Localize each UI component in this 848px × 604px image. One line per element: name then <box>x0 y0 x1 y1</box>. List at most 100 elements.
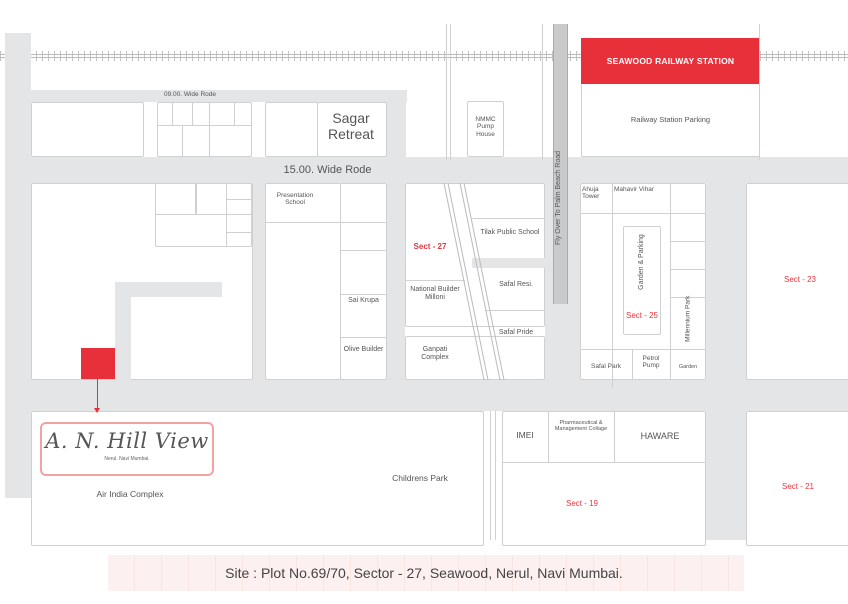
grid-line <box>234 102 235 125</box>
footer-band <box>108 555 744 591</box>
grid-line <box>157 125 252 126</box>
footer: Site : Plot No.69/70, Sector - 27, Seawo… <box>0 555 848 591</box>
grid-line <box>405 280 465 281</box>
block-sagar-retreat <box>317 102 387 157</box>
seawood-railway-station: SEAWOOD RAILWAY STATION <box>581 38 760 84</box>
grid-line <box>472 218 545 219</box>
grid-line <box>192 102 193 125</box>
label-haware: HAWARE <box>640 431 680 441</box>
road-left-vertical <box>5 33 31 498</box>
boundary-line <box>495 411 496 540</box>
grid-line <box>485 310 545 311</box>
label-sector-25: Sect - 25 <box>625 311 658 320</box>
grid-line <box>155 214 252 215</box>
project-location: Nerul. Navi Mumbai. <box>104 456 150 462</box>
grid-line <box>340 222 387 223</box>
location-map: 09.00. Wide Rode Sagar Retreat 15.00. Wi… <box>0 24 848 546</box>
label-garden-parking: Garden & Parking <box>637 234 645 290</box>
road-internal-l-vert <box>115 282 131 380</box>
label-air-india-complex: Air India Complex <box>96 489 164 499</box>
road-vert-sector23 <box>706 180 746 540</box>
grid-line <box>172 102 173 125</box>
label-petrol-pump: Petrol Pump <box>642 355 660 370</box>
block-sector-19 <box>502 411 706 546</box>
grid-line <box>632 349 633 380</box>
label-nmmc-pump-house: NMMC Pump House <box>475 116 496 138</box>
grid-line <box>670 297 706 298</box>
block-small-plots <box>155 183 252 247</box>
label-national-builder: National Builder Milloni <box>410 286 460 302</box>
road-vert-sector27 <box>387 180 405 382</box>
label-safal-park: Safal Park <box>591 363 621 370</box>
grid-line <box>670 269 706 270</box>
label-childrens-park: Childrens Park <box>392 473 448 483</box>
label-9m-road: 09.00. Wide Rode <box>163 91 217 98</box>
label-garden: Garden <box>678 364 698 370</box>
grid-line <box>209 102 210 157</box>
label-sai-krupa: Sai Krupa <box>348 297 379 304</box>
grid-line <box>502 462 706 463</box>
label-millennium-park: Millennium Park <box>684 295 692 342</box>
boundary-line <box>446 24 447 160</box>
label-sector-21: Sect - 21 <box>781 482 814 491</box>
road-internal-l <box>115 282 222 297</box>
grid-line <box>265 222 341 223</box>
label-sector-19: Sect - 19 <box>565 499 598 508</box>
label-flyover: Fly Over To Palm Beach Road <box>555 150 562 246</box>
block-olive-builder <box>340 337 387 380</box>
label-ahuja-tower: Ahuja Tower <box>582 186 600 201</box>
label-safal-resi: Safal Resi. <box>499 281 533 288</box>
label-sector-27: Sect - 27 <box>413 242 447 251</box>
label-safal-pride: Safal Pride <box>498 329 534 336</box>
block-railway-parking <box>581 84 760 157</box>
grid-line <box>226 232 252 233</box>
grid-line <box>195 183 197 214</box>
label-ganpati-complex: Ganpati Complex <box>421 346 449 362</box>
block-plot-grid <box>157 102 252 157</box>
block-sector-21 <box>746 411 848 546</box>
road-internal-s27 <box>472 258 545 268</box>
label-presentation-school: Presentation School <box>276 192 314 207</box>
label-sector-23: Sect - 23 <box>783 275 816 284</box>
label-olive-builder: Olive Builder <box>343 346 384 353</box>
grid-line <box>580 213 670 214</box>
grid-line <box>612 183 613 213</box>
grid-line <box>670 183 671 380</box>
grid-line <box>614 411 615 462</box>
boundary-line <box>542 24 543 160</box>
block-plot-a <box>31 102 144 157</box>
railway-track-left <box>0 51 581 61</box>
project-name: A. N. Hill View <box>45 429 209 453</box>
label-pharma-college: Pharmaceutical & Management Collage <box>554 420 608 433</box>
flyover-palm-beach-road <box>553 24 568 304</box>
grid-line <box>340 294 387 295</box>
grid-line <box>670 213 706 214</box>
block-column-plots <box>340 183 387 341</box>
grid-line <box>612 213 613 388</box>
road-right-of-sagar <box>386 90 406 160</box>
grid-line <box>670 241 706 242</box>
grid-line <box>226 199 252 200</box>
road-vert-school <box>251 180 266 380</box>
label-mahavir-vihar: Mahavir Vihar <box>614 186 654 193</box>
grid-line <box>340 250 387 251</box>
arrow-down-icon <box>94 408 100 413</box>
railway-track-right <box>760 51 848 61</box>
site-address: Site : Plot No.69/70, Sector - 27, Seawo… <box>225 565 623 581</box>
grid-line <box>580 349 706 350</box>
label-imei: IMEI <box>516 430 534 440</box>
block-nmmc-pump-house <box>467 101 504 157</box>
diagonal-road <box>443 183 505 380</box>
label-sagar-retreat: Sagar Retreat <box>328 110 374 143</box>
road-9m-wide <box>5 90 407 102</box>
project-site-marker <box>81 348 115 379</box>
label-railway-parking: Railway Station Parking <box>630 115 711 124</box>
block-garden-parking <box>623 226 661 335</box>
grid-line <box>548 411 549 462</box>
project-name-box: A. N. Hill View Nerul. Navi Mumbai. <box>40 422 214 476</box>
site-pointer-line <box>97 379 98 409</box>
block-sector-23 <box>746 183 848 380</box>
label-tilak-school: Tilak Public School <box>480 229 540 236</box>
road-15m-wide <box>5 157 848 183</box>
boundary-line <box>759 24 760 160</box>
